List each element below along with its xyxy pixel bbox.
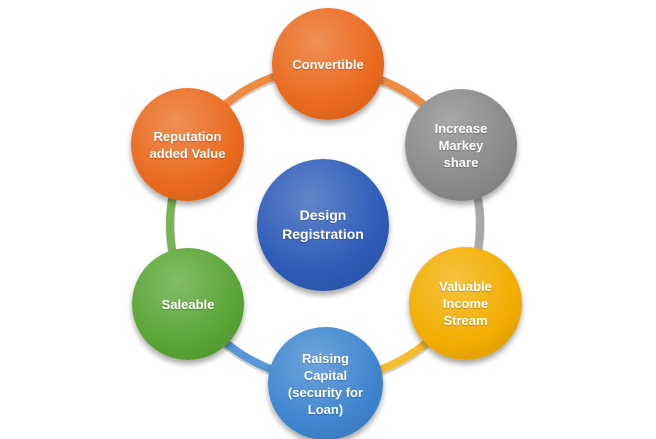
- node-increase-market-share: Increase Markey share: [405, 89, 517, 201]
- node-reputation-added-value: Reputation added Value: [131, 88, 244, 201]
- node-label-convertible: Convertible: [292, 56, 364, 72]
- node-label-valuable-income-stream: Valuable Income Stream: [439, 279, 492, 328]
- center-node-design-registration: Design Registration: [257, 159, 389, 291]
- node-label-increase-market-share: Increase Markey share: [434, 120, 488, 170]
- node-raising-capital: Raising Capital (security for Loan): [268, 327, 383, 439]
- node-saleable: Saleable: [132, 248, 244, 360]
- center-label: Design Registration: [282, 207, 364, 242]
- node-valuable-income-stream: Valuable Income Stream: [409, 247, 522, 360]
- node-label-saleable: Saleable: [161, 296, 215, 312]
- node-label-reputation-added-value: Reputation added Value: [149, 128, 226, 161]
- node-label-raising-capital: Raising Capital (security for Loan): [287, 350, 364, 417]
- node-convertible: Convertible: [272, 8, 384, 120]
